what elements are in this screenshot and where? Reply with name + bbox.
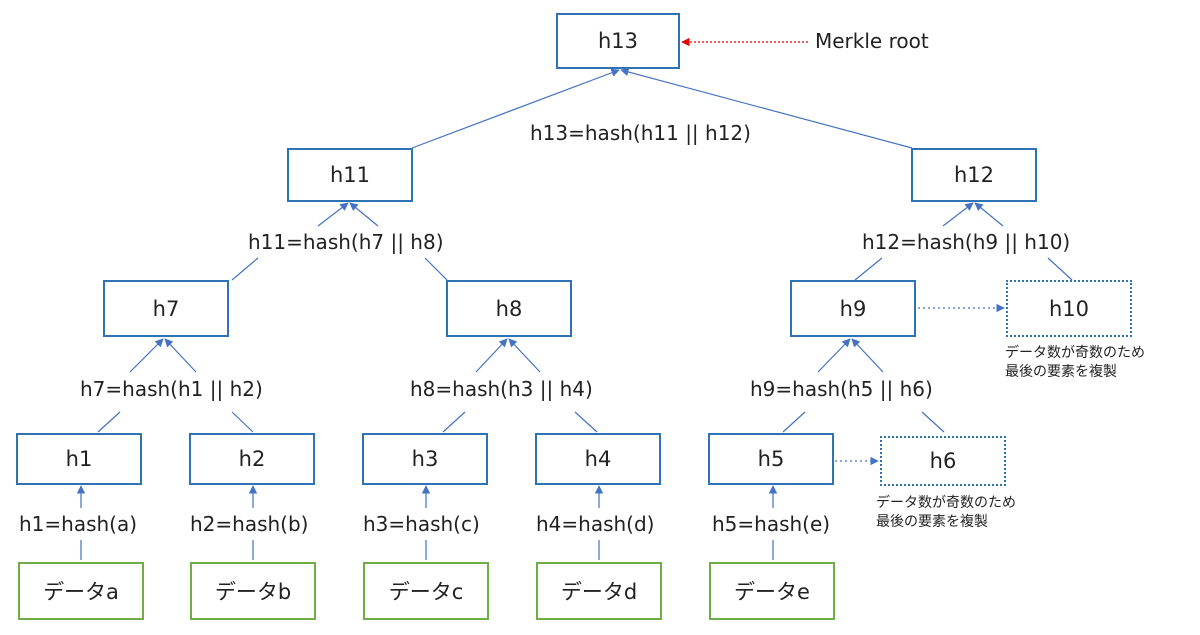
node-h7: h7	[103, 280, 229, 337]
data-block-b: データb	[190, 562, 316, 620]
node-h5: h5	[708, 433, 834, 485]
edge-h6-h9-arrow	[851, 338, 884, 373]
formula-h8: h8=hash(h3 || h4)	[408, 377, 595, 401]
edge-h1-h7-arrow	[129, 338, 164, 373]
edge-h11-h13	[411, 68, 620, 149]
node-h13: h13	[556, 13, 680, 69]
edge-h8-h11	[424, 257, 448, 281]
data-block-c: データc	[363, 562, 489, 620]
edge-h4-h8	[574, 411, 598, 433]
formula-h9: h9=hash(h5 || h6)	[748, 377, 935, 401]
node-h6: h6	[880, 436, 1006, 486]
node-h2: h2	[189, 433, 315, 485]
edge-h5-h9	[782, 411, 806, 433]
data-block-a: データa	[18, 562, 144, 620]
formula-h11: h11=hash(h7 || h8)	[246, 230, 446, 254]
edge-h10-h12-arrow	[974, 202, 1004, 227]
formula-h5: h5=hash(e)	[710, 512, 833, 536]
node-h1: h1	[16, 433, 142, 485]
node-h9: h9	[790, 280, 916, 337]
node-h11: h11	[287, 148, 413, 202]
edge-h4-h8-arrow	[508, 338, 541, 373]
node-h3: h3	[362, 433, 488, 485]
formula-h12: h12=hash(h9 || h10)	[860, 230, 1073, 254]
note-h10-line1: データ数が奇数のため	[1005, 345, 1145, 361]
edge-h3-h8-arrow	[475, 338, 508, 373]
edge-h8-h11-arrow	[349, 202, 379, 227]
edge-h3-h8	[442, 411, 466, 433]
formula-h2: h2=hash(b)	[188, 512, 311, 536]
edge-h9-h12-arrow	[942, 202, 974, 227]
formula-h7: h7=hash(h1 || h2)	[78, 377, 265, 401]
edge-h6-h9	[921, 411, 945, 433]
node-h8: h8	[446, 280, 572, 337]
note-h6-line1: データ数が奇数のため	[876, 495, 1016, 511]
edge-h12-h13	[620, 67, 913, 149]
formula-h1: h1=hash(a)	[17, 512, 140, 536]
note-h10: データ数が奇数のため 最後の要素を複製	[1005, 344, 1145, 382]
note-h6-line2: 最後の要素を複製	[876, 514, 988, 530]
note-h6: データ数が奇数のため 最後の要素を複製	[876, 494, 1016, 532]
formula-h4: h4=hash(d)	[534, 512, 657, 536]
note-h10-line2: 最後の要素を複製	[1005, 364, 1117, 380]
node-h4: h4	[535, 433, 661, 485]
edge-h7-h11-arrow	[317, 202, 349, 227]
edge-h10-h12	[1047, 257, 1073, 281]
formula-h3: h3=hash(c)	[361, 512, 482, 536]
data-block-e: データe	[709, 562, 835, 620]
formula-h13: h13=hash(h11 || h12)	[528, 121, 753, 145]
edge-h5-h9-arrow	[817, 338, 851, 373]
edge-h1-h7	[97, 411, 121, 433]
edge-h7-h11	[231, 257, 259, 281]
edge-h9-h12	[854, 257, 883, 281]
edge-h2-h7-arrow	[164, 338, 197, 373]
node-h12: h12	[911, 148, 1037, 202]
data-block-d: データd	[536, 562, 662, 620]
node-h10: h10	[1006, 280, 1132, 337]
edge-h2-h7	[231, 411, 254, 433]
merkle-root-label: Merkle root	[815, 29, 929, 53]
